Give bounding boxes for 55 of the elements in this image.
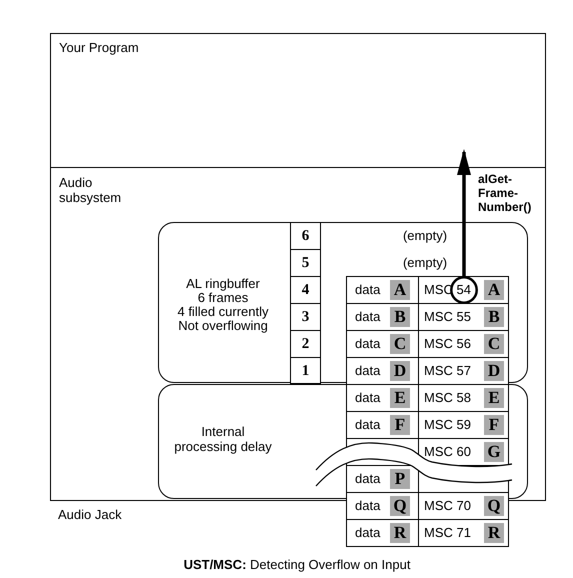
slot-number-cell: 6 xyxy=(290,222,321,250)
slot-number-cell: 1 xyxy=(290,357,321,384)
panel-text: Not overflowing xyxy=(178,318,268,333)
frame-data-text: data xyxy=(355,498,380,513)
frame-data-text: data xyxy=(355,336,380,351)
panel-text: Internal processing delay xyxy=(173,424,273,454)
panel-text: 4 filled currently xyxy=(177,304,269,319)
frame-letter-tag: Q xyxy=(390,496,410,516)
frame-counter-text: MSC 57 xyxy=(424,363,471,378)
region-title: Your Program xyxy=(59,40,139,55)
frame-letter-tag: G xyxy=(484,442,504,462)
frame-letter-tag: P xyxy=(390,469,410,489)
frame-counter-text: MSC 58 xyxy=(424,390,471,405)
panel-text: 6 frames xyxy=(198,290,248,305)
frame-letter-tag: D xyxy=(390,361,410,381)
frame-counter-text: MSC 70 xyxy=(424,498,471,513)
highlight-circle xyxy=(450,276,478,304)
frame-letter-tag: C xyxy=(484,334,504,354)
frame-letter-tag: R xyxy=(390,523,410,543)
slot-number-cell: 5 xyxy=(290,249,321,277)
arrow xyxy=(457,149,471,276)
frame-letter-tag: F xyxy=(484,415,504,435)
frame-letter-tag: B xyxy=(484,307,504,327)
frame-letter-tag: Q xyxy=(484,496,504,516)
frame-letter-tag: E xyxy=(484,388,504,408)
slot-number-cell: 3 xyxy=(290,303,321,331)
frame-data-text: data xyxy=(355,282,380,297)
program-region xyxy=(50,33,546,168)
slot-number-cell: 2 xyxy=(290,330,321,358)
frame-counter-text: MSC 71 xyxy=(424,525,471,540)
frame-letter-tag: F xyxy=(390,415,410,435)
frame-letter-tag: A xyxy=(390,280,410,300)
frame-data-text: data xyxy=(355,417,380,432)
frame-data-text: data xyxy=(355,363,380,378)
frame-letter-tag: E xyxy=(390,388,410,408)
frame-data-text: data xyxy=(355,390,380,405)
frame-data-text: data xyxy=(355,309,380,324)
frame-letter-tag: D xyxy=(484,361,504,381)
region-title: Audio subsystem xyxy=(59,175,122,205)
frame-letter-tag: B xyxy=(390,307,410,327)
frame-counter-text: MSC 56 xyxy=(424,336,471,351)
frame-data-text: data xyxy=(355,471,380,486)
frame-letter-tag: A xyxy=(484,280,504,300)
frame-letter-tag: C xyxy=(390,334,410,354)
slot-status-text: (empty) xyxy=(402,228,448,243)
caption: UST/MSC: Detecting Overflow on Input xyxy=(184,557,410,572)
frame-counter-text: MSC 59 xyxy=(424,417,471,432)
frame-counter-text: MSC 55 xyxy=(424,309,471,324)
frame-counter-text: MSC 60 xyxy=(424,444,471,459)
panel-text: AL ringbuffer xyxy=(186,276,260,291)
frame-data-text: data xyxy=(355,525,380,540)
section-label: Audio Jack xyxy=(58,507,122,522)
slot-number-cell: 4 xyxy=(290,276,321,304)
frame-letter-tag: R xyxy=(484,523,504,543)
slot-status-text: (empty) xyxy=(402,255,448,270)
